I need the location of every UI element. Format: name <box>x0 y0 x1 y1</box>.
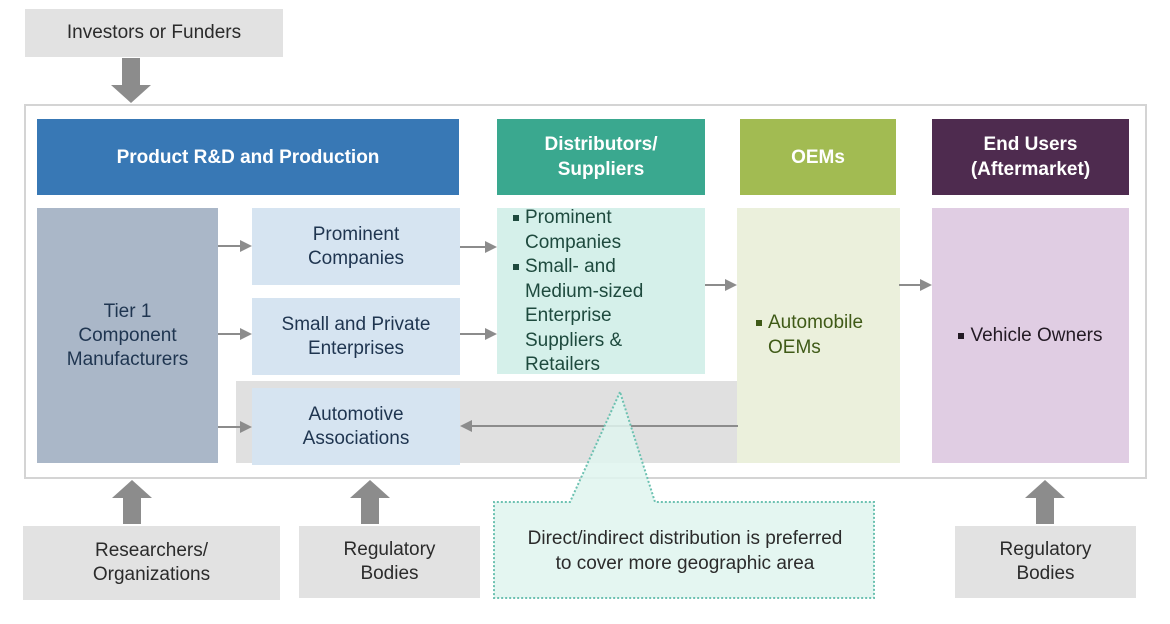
arrow-right-icon <box>218 240 252 252</box>
arrow-right-icon <box>460 241 497 253</box>
oems-list: Automobile OEMs <box>756 311 881 360</box>
arrow-right-icon <box>218 421 252 433</box>
up-arrow-icon <box>1025 480 1065 524</box>
prominent-line2: Companies <box>307 247 405 269</box>
prominent-companies-box: Prominent Companies <box>252 208 460 285</box>
prominent-line1: Prominent <box>312 223 400 245</box>
header-rd-production: Product R&D and Production <box>37 119 459 195</box>
tier1-line2: Component <box>78 324 177 346</box>
arrow-right-icon <box>218 328 252 340</box>
distributor-item: Small- and Medium-sized Enterprise Suppl… <box>513 255 685 378</box>
up-arrow-icon <box>112 480 152 524</box>
header-oems-label: OEMs <box>791 146 845 168</box>
investors-label: Investors or Funders <box>66 22 242 43</box>
arrow-right-icon <box>460 328 497 340</box>
researchers-line2: Organizations <box>92 564 211 585</box>
researchers-box: Researchers/ Organizations <box>23 526 280 600</box>
regulatory-bodies-right-box: Regulatory Bodies <box>955 526 1136 598</box>
regulatory-bodies-left-box: Regulatory Bodies <box>299 526 480 598</box>
down-arrow-icon <box>111 58 151 103</box>
associations-line2: Associations <box>302 427 410 449</box>
header-end-users-line1: End Users <box>983 134 1078 155</box>
arrow-right-icon <box>705 279 737 291</box>
header-end-users: End Users (Aftermarket) <box>932 119 1129 195</box>
header-distributors-line1: Distributors/ <box>544 134 658 155</box>
regulatory-right-line1: Regulatory <box>999 539 1092 560</box>
tier1-line1: Tier 1 <box>103 300 152 322</box>
header-distributors-line2: Suppliers <box>557 159 645 180</box>
associations-line1: Automotive <box>308 403 404 425</box>
oems-body: Automobile OEMs <box>737 208 900 463</box>
regulatory-left-line2: Bodies <box>360 563 419 584</box>
small-private-line2: Enterprises <box>307 337 405 359</box>
callout-line2: to cover more geographic area <box>555 553 815 574</box>
up-arrow-icon <box>350 480 390 524</box>
header-distributors: Distributors/ Suppliers <box>497 119 705 195</box>
small-private-line1: Small and Private <box>281 313 431 335</box>
distributors-body: Prominent Companies Small- and Medium-si… <box>497 207 705 375</box>
end-users-body: Vehicle Owners <box>932 208 1129 463</box>
researchers-line1: Researchers/ <box>95 540 208 561</box>
arrow-right-icon <box>899 279 932 291</box>
investors-box: Investors or Funders <box>25 9 283 57</box>
header-oems: OEMs <box>740 119 896 195</box>
callout-pointer <box>493 390 875 599</box>
end-users-list: Vehicle Owners <box>958 324 1103 348</box>
automotive-associations-box: Automotive Associations <box>252 388 460 465</box>
header-rd-production-label: Product R&D and Production <box>116 146 380 168</box>
header-end-users-line2: (Aftermarket) <box>970 159 1091 180</box>
end-user-item: Vehicle Owners <box>958 324 1103 348</box>
oem-item: Automobile OEMs <box>756 311 881 360</box>
callout-note: Direct/indirect distribution is preferre… <box>494 505 876 597</box>
distributor-item: Prominent Companies <box>513 206 655 255</box>
small-private-enterprises-box: Small and Private Enterprises <box>252 298 460 375</box>
regulatory-left-line1: Regulatory <box>343 539 436 560</box>
tier1-line3: Manufacturers <box>66 348 189 370</box>
regulatory-right-line2: Bodies <box>1016 563 1075 584</box>
distributors-list: Prominent Companies Small- and Medium-si… <box>513 206 705 378</box>
tier1-manufacturers-box: Tier 1 Component Manufacturers <box>37 208 218 463</box>
callout-line1: Direct/indirect distribution is preferre… <box>527 528 843 549</box>
